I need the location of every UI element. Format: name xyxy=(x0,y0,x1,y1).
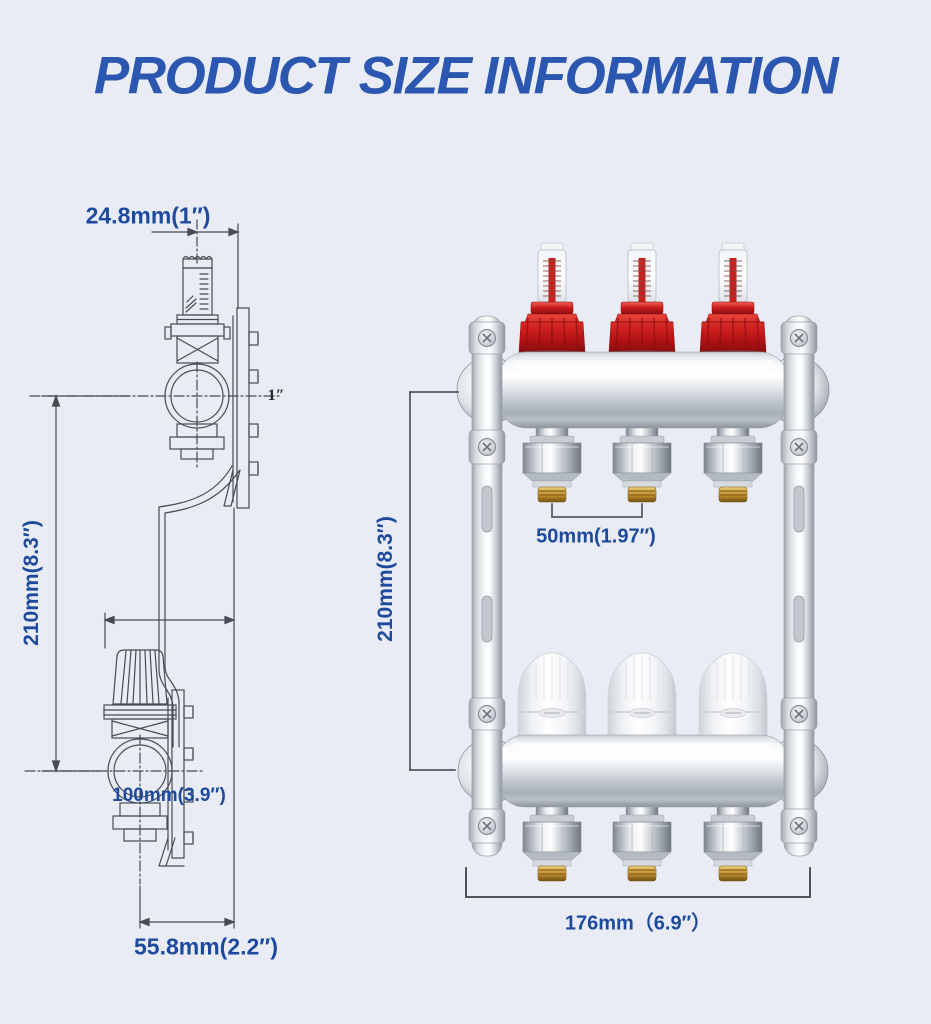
return-bar xyxy=(496,734,790,808)
dim-label-top-width: 24.8mm(1″) xyxy=(85,202,211,229)
dim-label-height-right: 210mm(8.3″) xyxy=(374,516,397,642)
dim-lines-top-width xyxy=(151,219,240,309)
side-view-lower-plate xyxy=(158,689,194,867)
page-title: PRODUCT SIZE INFORMATION xyxy=(93,46,839,106)
dim-label-height-left: 210mm(8.3″) xyxy=(20,520,43,646)
dim-label-depth: 100mm(3.9″) xyxy=(112,785,226,806)
dim-label-bottom-width: 55.8mm(2.2″) xyxy=(134,933,278,960)
dim-lines-front xyxy=(409,391,811,898)
side-view-lower-body xyxy=(24,734,206,885)
side-view-upper-nut xyxy=(169,423,225,460)
dim-label-width: 176mm（6.9″） xyxy=(564,912,712,935)
side-view-upper-plate xyxy=(223,307,259,509)
dim-lines-bottom-width xyxy=(138,885,236,929)
front-view-photo xyxy=(409,242,830,898)
supply-bar xyxy=(496,351,790,429)
flow-meters xyxy=(517,242,768,356)
side-view-flowmeter xyxy=(164,255,231,364)
port-size-label: 1″ xyxy=(267,387,285,404)
side-view-upper-body xyxy=(29,361,283,471)
white-valve-caps xyxy=(517,652,768,736)
dim-lines-height-left xyxy=(41,394,131,773)
top-outlet-fittings xyxy=(522,427,763,503)
mounting-brackets xyxy=(468,315,818,857)
dim-lines-depth xyxy=(103,507,236,929)
side-view-drawing xyxy=(24,219,283,929)
side-view-lower-nut xyxy=(112,802,168,842)
bottom-outlet-fittings xyxy=(522,806,763,882)
side-view-actuator xyxy=(103,649,177,739)
dim-label-outlet-spacing: 50mm(1.97″) xyxy=(536,525,656,548)
